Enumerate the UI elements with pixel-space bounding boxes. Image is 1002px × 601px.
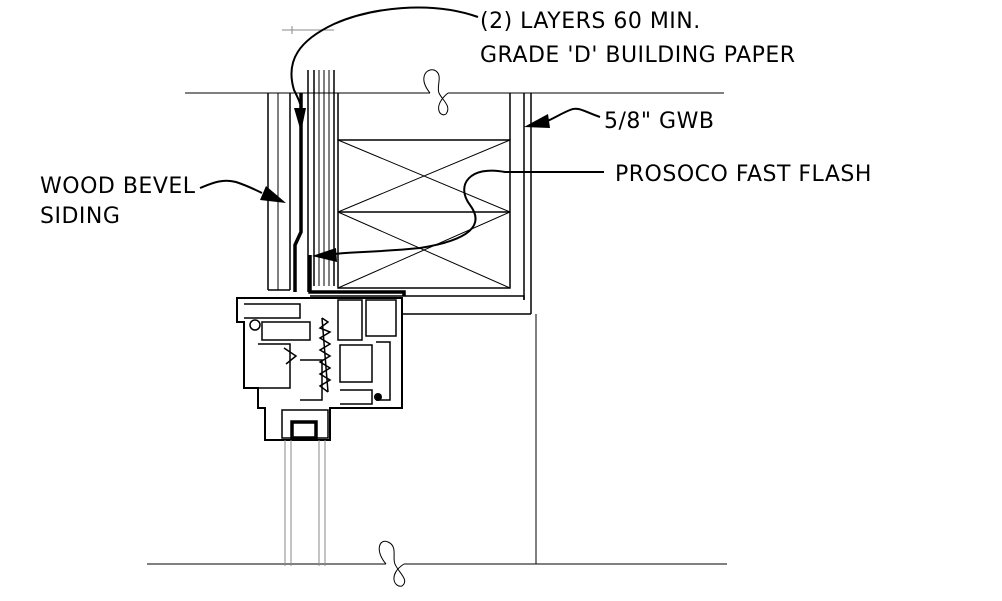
building-paper-layers: [282, 26, 335, 292]
annotations: (2) LAYERS 60 MIN. GRADE 'D' BUILDING PA…: [40, 9, 872, 229]
flashing-membrane: [308, 255, 406, 296]
building-paper-label-line2: GRADE 'D' BUILDING PAPER: [480, 43, 796, 68]
siding-label-line2: SIDING: [40, 204, 120, 229]
glazing-unit: [284, 440, 326, 566]
gypsum-board: [310, 93, 537, 564]
gwb-leader: [524, 107, 601, 128]
weatherstrip-and-screws: [249, 317, 382, 401]
siding-label-line1: WOOD BEVEL: [40, 174, 196, 199]
fast-flash-leader: [312, 169, 604, 262]
header-framing: [337, 93, 511, 289]
window-head-frame: [236, 297, 403, 441]
building-paper-label-line1: (2) LAYERS 60 MIN.: [480, 9, 701, 34]
building-paper-leader: [290, 6, 479, 132]
fast-flash-label: PROSOCO FAST FLASH: [615, 162, 872, 187]
siding-leader: [199, 179, 286, 203]
gwb-label: 5/8" GWB: [604, 109, 714, 134]
bottom-break-line: [147, 540, 727, 587]
